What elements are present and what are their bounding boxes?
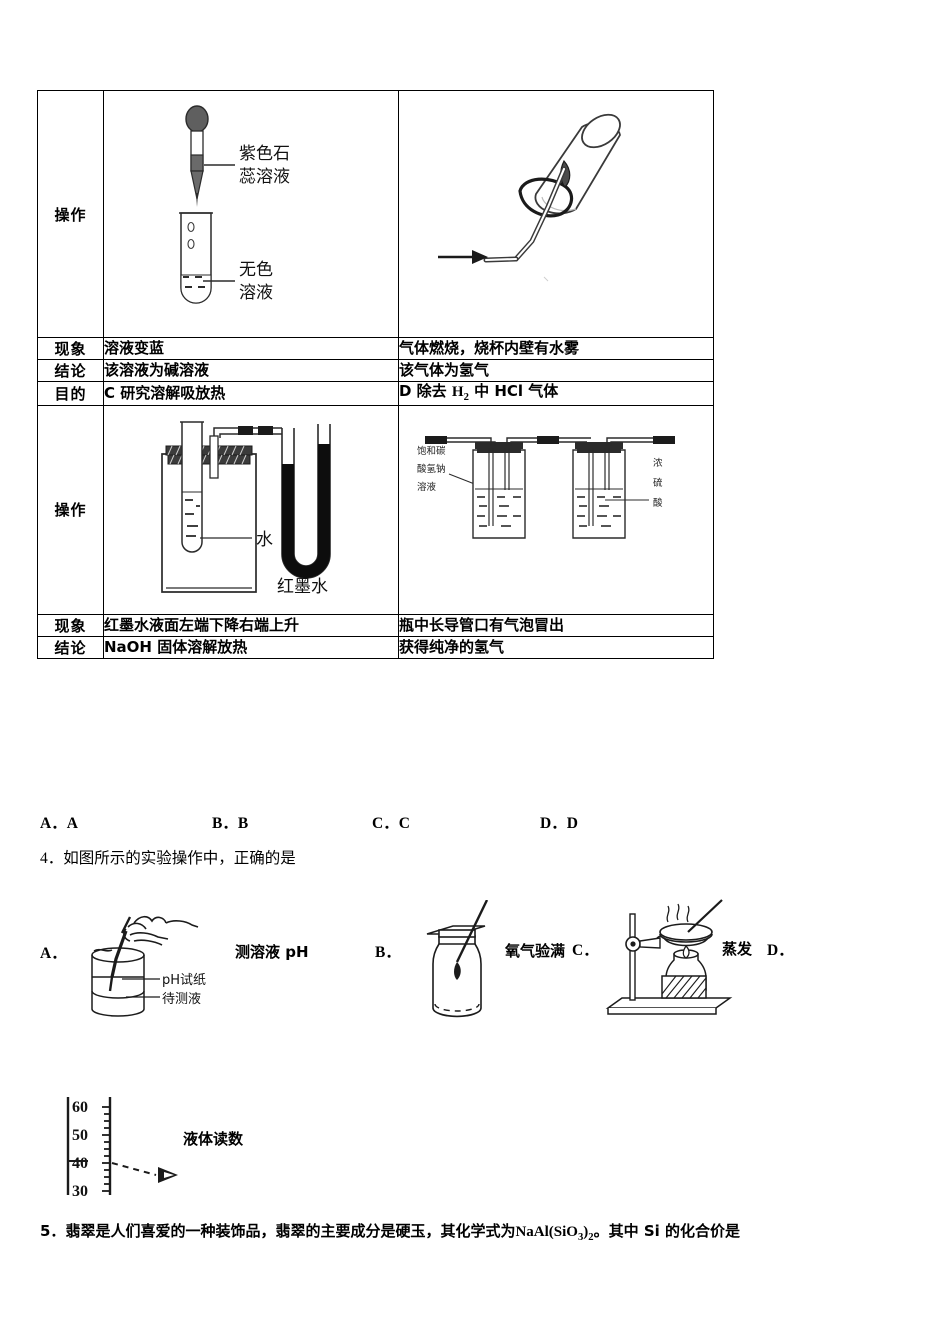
label-purple-litmus-line1: 紫色石	[239, 144, 290, 164]
option-b-letter: B．	[375, 944, 401, 961]
option-d-caption: 液体读数	[183, 1130, 244, 1148]
question-5-text-2: 。其中 Si 的化合价是	[593, 1222, 741, 1240]
label-test-liquid: 待测液	[162, 992, 201, 1007]
ph-measurement-diagram: pH试纸 待测液	[91, 915, 206, 1017]
formula-part-b: )	[583, 1224, 589, 1240]
option-c-caption: 蒸发	[722, 940, 753, 958]
label-water: 水	[256, 530, 273, 550]
conclusion-left-2: NaOH 固体溶解放热	[103, 635, 399, 659]
figure-cell-naoh-utube: 水 红墨水	[103, 404, 399, 615]
question-5-stem: 5．翡翠是人们喜爱的一种装饰品，翡翠的主要成分是硬玉，其化学式为NaAl(SiO…	[40, 1220, 740, 1243]
purpose-left: C 研究溶解吸放热	[103, 381, 399, 406]
conclusion-left-1: 该溶液为碱溶液	[103, 359, 399, 382]
row-label-phenomenon-2: 现象	[37, 613, 104, 637]
phenomenon-left-1: 溶液变蓝	[103, 337, 399, 360]
question-4-option-a[interactable]: A． pH试纸 待测液 测溶液 pH	[40, 905, 370, 1025]
row-label-conclusion-1: 结论	[37, 359, 104, 382]
question-5-number: 5．	[40, 1222, 66, 1240]
cylinder-tick-40: 40	[72, 1155, 88, 1172]
cylinder-tick-50: 50	[72, 1127, 88, 1144]
answer-option-a[interactable]: A．A	[40, 815, 78, 832]
formula-part-a: NaAl(SiO	[515, 1224, 578, 1240]
evaporation-diagram	[605, 899, 733, 1015]
table-row: 操作 紫色石 蕊溶液	[37, 90, 714, 338]
label-red-ink: 红墨水	[277, 577, 328, 597]
question-4-stem: 4．如图所示的实验操作中，正确的是	[40, 846, 296, 868]
purpose-right-formula-sub: 2	[463, 392, 469, 403]
phenomenon-right-2: 瓶中长导管口有气泡冒出	[398, 613, 714, 637]
table-row: 现象 溶液变蓝 气体燃烧，烧杯内壁有水雾	[37, 337, 714, 360]
figure-cell-gas-washing: 饱和碳 酸氢钠 溶液	[398, 404, 714, 615]
label-conc-acid-2: 硫	[653, 477, 663, 489]
label-colorless-line1: 无色	[239, 260, 273, 280]
conclusion-right-2: 获得纯净的氢气	[398, 635, 714, 659]
cylinder-tick-30: 30	[72, 1183, 88, 1200]
option-a-letter: A．	[40, 945, 67, 962]
option-a-caption: 测溶液 pH	[235, 943, 309, 961]
purpose-right-prefix: D 除去	[399, 382, 452, 400]
formula-sub-2: 2	[588, 1232, 594, 1243]
table-row: 现象 红墨水液面左端下降右端上升 瓶中长导管口有气泡冒出	[37, 613, 714, 637]
label-colorless-line2: 溶液	[239, 283, 273, 303]
label-sat-bicarb-2: 酸氢钠	[417, 463, 446, 475]
row-label-conclusion-2: 结论	[37, 635, 104, 659]
row-label-operation-1: 操作	[37, 90, 104, 338]
formula-sub-1: 3	[577, 1232, 584, 1243]
row-label-phenomenon-1: 现象	[37, 337, 104, 360]
phenomenon-left-2: 红墨水液面左端下降右端上升	[103, 613, 399, 637]
purpose-right-suffix: 中 HCl 气体	[468, 382, 559, 400]
purpose-right-formula: H2	[451, 384, 469, 403]
table-row: 操作	[37, 404, 714, 615]
experiment-comparison-table: 操作 紫色石 蕊溶液	[37, 90, 714, 659]
figure-cell-gas-burning	[398, 90, 714, 338]
cylinder-tick-60: 60	[72, 1099, 88, 1116]
option-d-letter: D．	[767, 942, 794, 959]
answer-option-b[interactable]: B．B	[212, 815, 249, 832]
oxygen-full-test-diagram	[426, 900, 489, 1018]
question-4-text: 如图所示的实验操作中，正确的是	[63, 849, 296, 867]
label-purple-litmus-line2: 蕊溶液	[239, 167, 290, 187]
table-row: 结论 NaOH 固体溶解放热 获得纯净的氢气	[37, 635, 714, 659]
purpose-right: D 除去 H2 中 HCl 气体	[398, 381, 714, 406]
conclusion-right-1: 该气体为氢气	[398, 359, 714, 382]
table-row: 结论 该溶液为碱溶液 该气体为氢气	[37, 359, 714, 382]
option-c-letter: C．	[572, 942, 599, 959]
label-ph-paper: pH试纸	[162, 973, 206, 988]
row-label-purpose: 目的	[37, 381, 104, 406]
question-4-number: 4．	[40, 850, 64, 867]
table-row: 目的 C 研究溶解吸放热 D 除去 H2 中 HCl 气体	[37, 381, 714, 406]
phenomenon-right-1: 气体燃烧，烧杯内壁有水雾	[398, 337, 714, 360]
question-5-formula: NaAl(SiO3)2	[515, 1224, 594, 1243]
dropper-testtube-diagram: 紫色石 蕊溶液 无色 溶液	[179, 105, 290, 304]
option-b-caption: 氧气验满	[505, 942, 566, 960]
question-5-text-1: 翡翠是人们喜爱的一种装饰品，翡翠的主要成分是硬玉，其化学式为	[65, 1222, 516, 1240]
row-label-operation-2: 操作	[37, 404, 104, 615]
question-4-option-c[interactable]: C．	[572, 898, 882, 1028]
label-conc-acid-3: 酸	[653, 497, 663, 509]
figure-cell-dropper-testtube: 紫色石 蕊溶液 无色 溶液	[103, 90, 399, 338]
naoh-dissolution-utube-diagram: 水 红墨水	[161, 421, 331, 597]
answer-option-d[interactable]: D．D	[540, 815, 578, 832]
label-sat-bicarb-3: 溶液	[417, 481, 437, 493]
gas-washing-bottles-diagram: 饱和碳 酸氢钠 溶液	[417, 435, 675, 539]
label-sat-bicarb-1: 饱和碳	[417, 445, 446, 457]
liquid-reading-cylinder-diagram: 60 50 40 30	[66, 1097, 178, 1200]
answer-option-c[interactable]: C．C	[372, 815, 410, 832]
question-4-option-b[interactable]: B． 氧气验满	[375, 900, 615, 1025]
gas-burning-beaker-diagram	[438, 113, 621, 282]
question-4-option-d-figure[interactable]: 60 50 40 30 液体读数	[48, 1095, 348, 1205]
label-conc-acid-1: 浓	[653, 457, 663, 469]
